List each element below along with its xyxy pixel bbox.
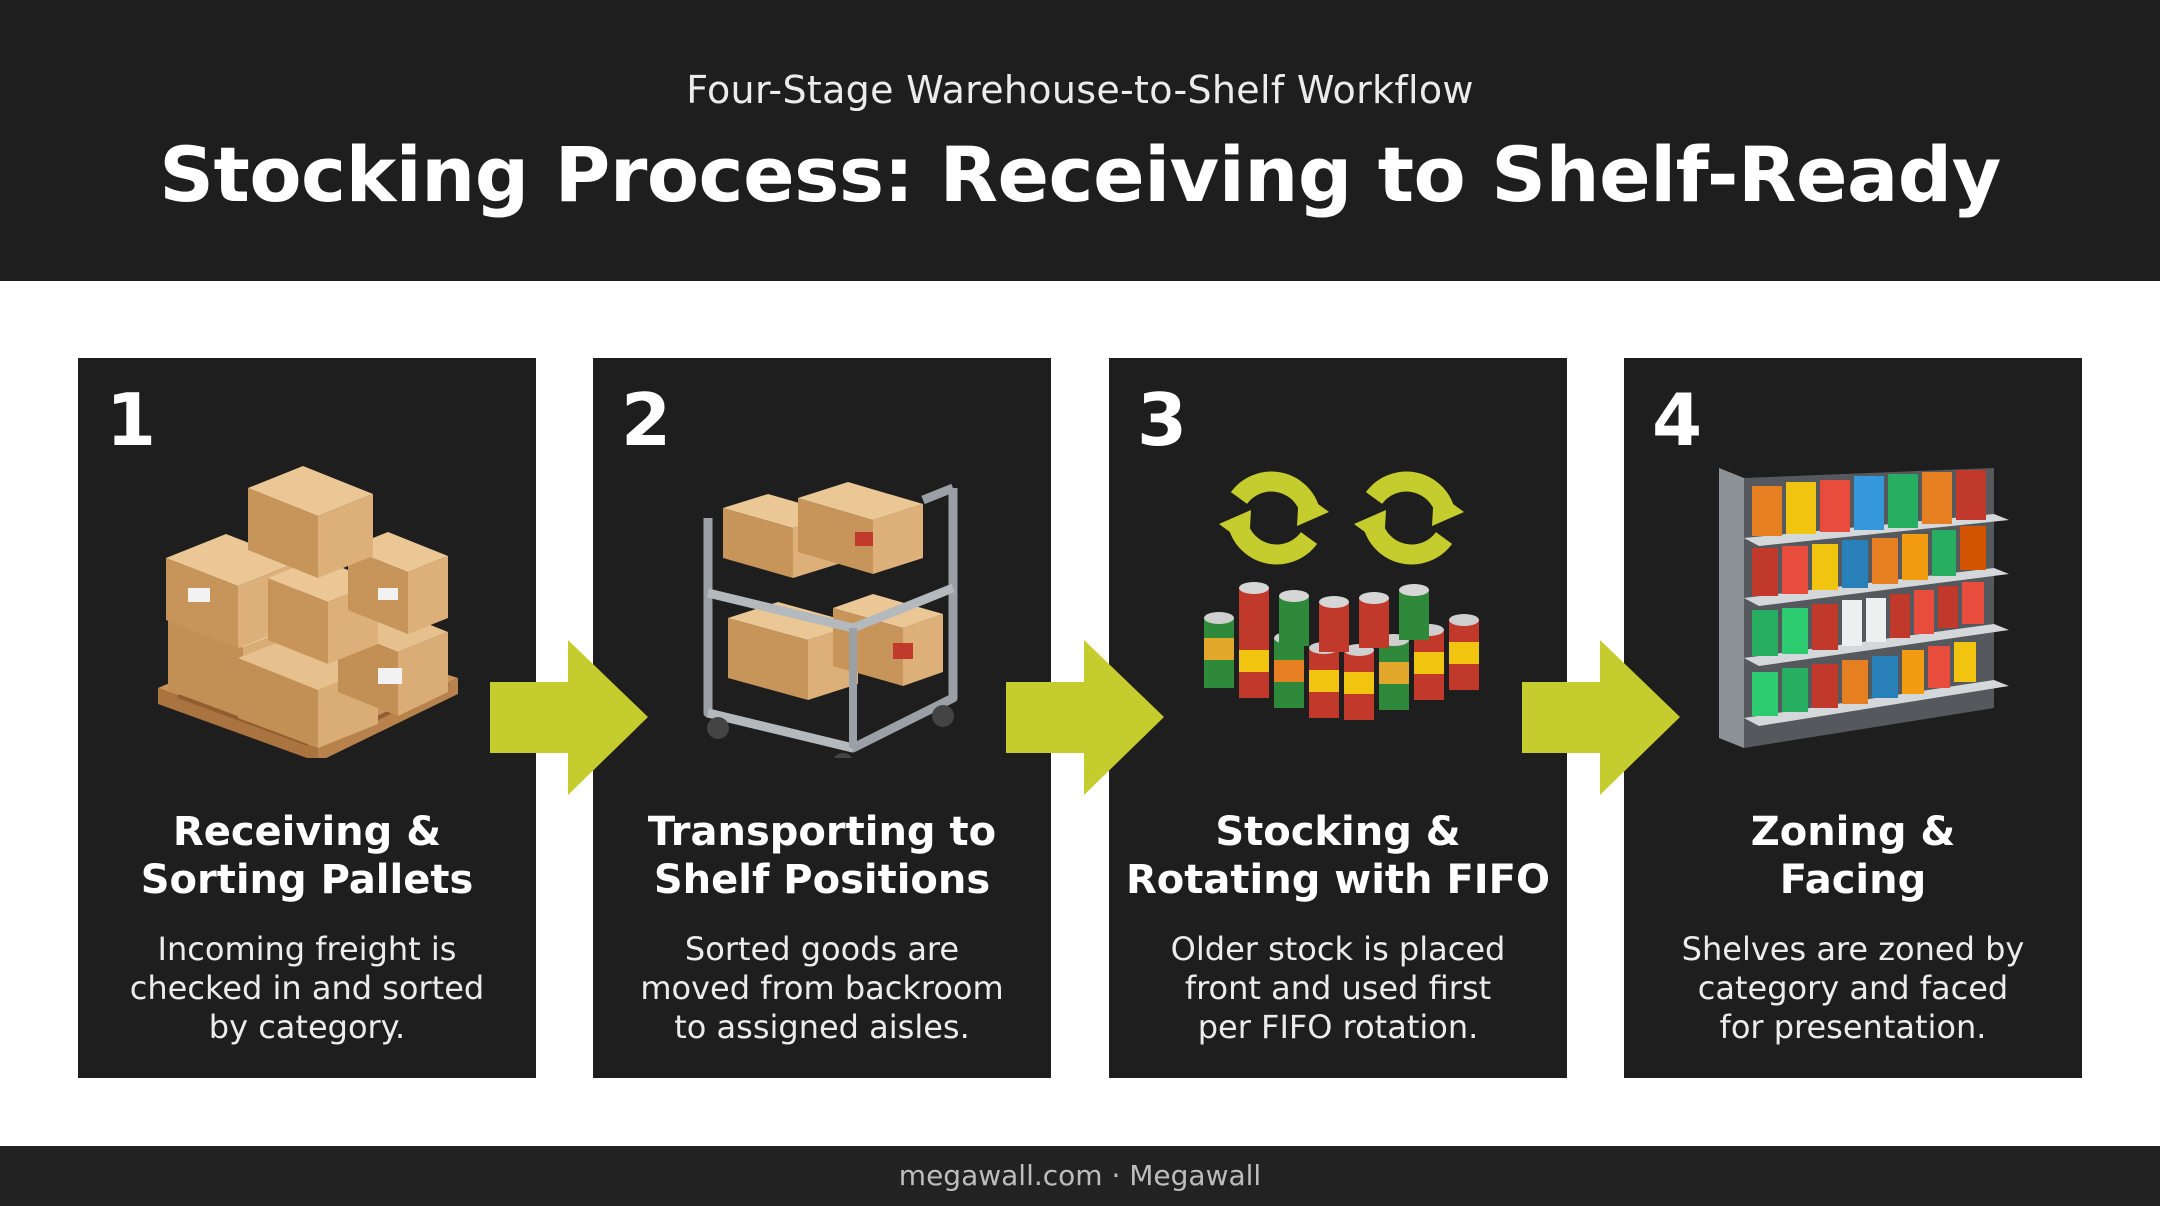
step-title: Zoning & Facing (1750, 809, 1956, 903)
step-number: 3 (1137, 378, 1188, 462)
step-card-2: 2 Transporting to Shelf Positions Sort (593, 358, 1051, 1078)
flow-arrow-1-icon (490, 640, 648, 795)
step-description: Sorted goods are moved from backroom to … (640, 930, 1004, 1046)
step-number: 1 (106, 378, 157, 462)
header-banner: Four-Stage Warehouse-to-Shelf Workflow S… (0, 0, 2160, 281)
step-card-4: 4 (1624, 358, 2082, 1078)
step-card-3: 3 (1109, 358, 1567, 1078)
flow-arrow-3-icon (1522, 640, 1680, 795)
step-number: 2 (621, 378, 672, 462)
step-title: Receiving & Sorting Pallets (140, 809, 474, 903)
step-card-1: 1 Receiving & (78, 358, 536, 1078)
stock-cart-icon (703, 482, 958, 758)
step-description: Incoming freight is checked in and sorte… (129, 930, 485, 1046)
step-title: Transporting to Shelf Positions (647, 809, 997, 903)
step-number: 4 (1652, 378, 1703, 462)
flow-arrow-2-icon (1006, 640, 1164, 795)
page-title: Stocking Process: Receiving to Shelf-Rea… (159, 130, 2001, 219)
page-subtitle: Four-Stage Warehouse-to-Shelf Workflow (686, 68, 1474, 112)
fifo-cans-icon (1204, 471, 1479, 720)
step-description: Older stock is placed front and used fir… (1170, 930, 1506, 1046)
step-title: Stocking & Rotating with FIFO (1126, 809, 1550, 903)
footer-credit: megawall.com · Megawall (0, 1146, 2160, 1206)
pallet-boxes-icon (158, 466, 458, 758)
step-description: Shelves are zoned by category and faced … (1681, 930, 2025, 1046)
store-shelf-icon (1719, 468, 2009, 748)
